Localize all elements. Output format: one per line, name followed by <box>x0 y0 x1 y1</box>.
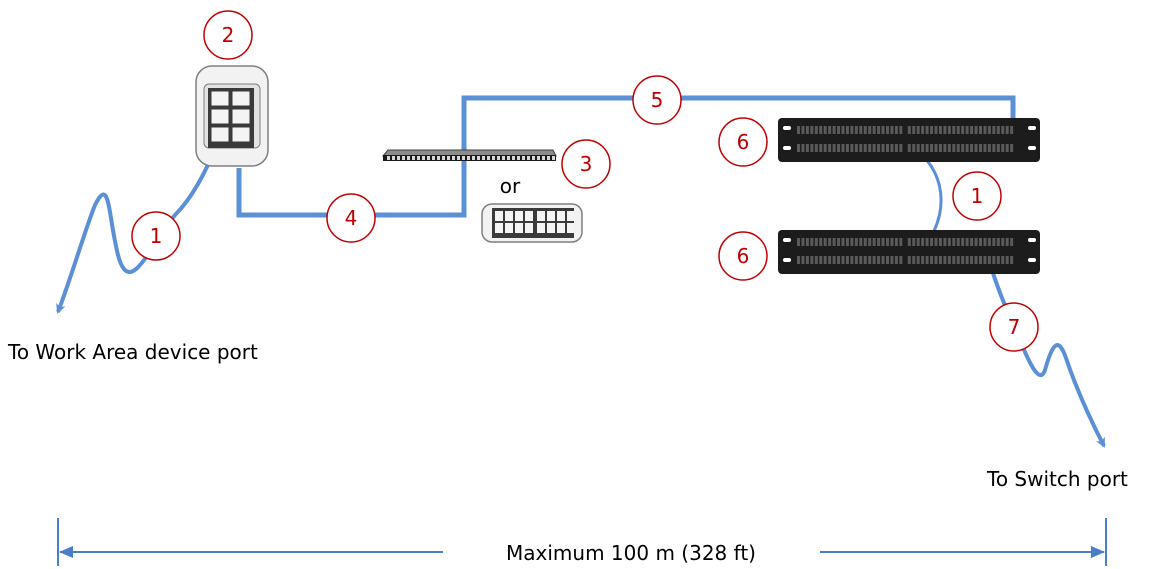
switch-port-label: To Switch port <box>986 467 1128 491</box>
callout-4-horizontal: 4 <box>326 193 376 243</box>
consolidation-strip-icon <box>381 149 557 161</box>
wall-outlet-icon <box>195 65 269 167</box>
switch-patch-cord <box>991 272 1106 448</box>
callout-5-horizontal: 5 <box>632 75 682 125</box>
or-label: or <box>500 174 521 198</box>
svg-text:4: 4 <box>345 206 358 230</box>
svg-text:7: 7 <box>1008 315 1021 339</box>
patch-panel-upper-icon <box>778 118 1040 162</box>
callout-7-switch: 7 <box>989 302 1039 352</box>
svg-text:5: 5 <box>651 88 664 112</box>
svg-text:2: 2 <box>222 23 235 47</box>
distance-measure: Maximum 100 m (328 ft) <box>57 518 1107 566</box>
svg-text:3: 3 <box>580 152 593 176</box>
callout-1-work-area: 1 <box>131 211 181 261</box>
svg-text:1: 1 <box>971 184 984 208</box>
callout-1-cross-connect: 1 <box>952 171 1002 221</box>
work-area-patch-cord <box>56 140 220 314</box>
callout-2-outlet: 2 <box>203 10 253 60</box>
patch-panel-lower-icon <box>778 230 1040 274</box>
max-distance-label: Maximum 100 m (328 ft) <box>506 541 756 565</box>
consolidation-box-icon <box>481 203 583 243</box>
svg-text:6: 6 <box>737 130 750 154</box>
callout-3-consolidation: 3 <box>561 139 611 189</box>
callout-6-upper-panel: 6 <box>718 117 768 167</box>
svg-text:6: 6 <box>737 244 750 268</box>
work-area-label: To Work Area device port <box>7 340 258 364</box>
svg-text:1: 1 <box>150 224 163 248</box>
callout-6-lower-panel: 6 <box>718 231 768 281</box>
